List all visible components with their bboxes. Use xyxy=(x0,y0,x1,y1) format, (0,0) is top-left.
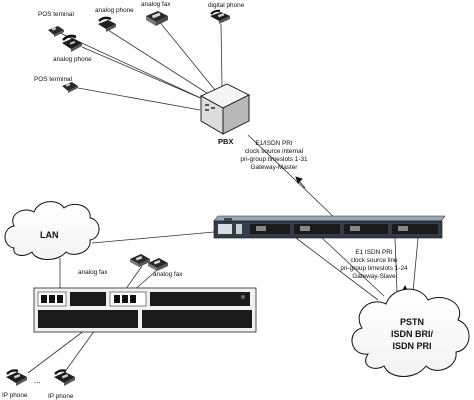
label-analog-phone-mid: analog phone xyxy=(53,56,92,63)
label-analog-fax-bottom-1: analog fax xyxy=(78,269,108,276)
annotation-pri-master: E1/ISDN PRI clock source internal pri-gr… xyxy=(240,140,308,171)
ip-phone-1 xyxy=(6,369,27,386)
label-pos-terminal-top: POS teminal xyxy=(38,11,74,18)
annotation-master-line-4: Gateway-Master xyxy=(251,164,299,171)
link-gateway-pstn-1 xyxy=(295,237,379,301)
annotation-slave-line-4: Gateway-Slave xyxy=(352,273,396,280)
router-device xyxy=(33,287,257,333)
label-analog-phone-top: analog phone xyxy=(95,7,134,14)
link-lan-gateway xyxy=(91,231,215,244)
link-gateway-pstn-4 xyxy=(412,237,419,293)
pstn-cloud xyxy=(351,288,470,377)
annotation-slave-line-1: E1 ISDN PRI xyxy=(355,249,393,256)
link-analog-fax-top-pbx xyxy=(157,19,216,91)
ip-phone-2 xyxy=(54,369,75,386)
pstn-line-1: PSTN xyxy=(400,317,424,327)
label-analog-fax-top: analog fax xyxy=(141,1,171,8)
link-pos-terminal-top-pbx xyxy=(57,31,206,101)
link-ip-phone-2 xyxy=(63,329,96,374)
link-analog-phone-top-pbx xyxy=(107,29,211,96)
annotation-pri-slave: E1 ISDN PRI clock source line pri-group … xyxy=(340,249,408,280)
label-lan: LAN xyxy=(40,230,59,240)
link-digital-phone-pbx xyxy=(220,23,223,87)
pstn-line-2: ISDN BRI/ xyxy=(391,329,434,339)
label-digital-phone: digital phone xyxy=(208,2,245,9)
analog-phone-top xyxy=(98,16,116,32)
clock-arrow-master xyxy=(295,176,306,189)
pbx-device xyxy=(199,83,251,135)
analog-phone-mid xyxy=(62,34,82,52)
link-pbx-gateway xyxy=(247,134,336,219)
link-gateway-pstn-3 xyxy=(394,237,398,293)
label-analog-fax-bottom-2: analog fax xyxy=(153,271,183,278)
analog-fax-top xyxy=(146,11,168,26)
pos-terminal-top xyxy=(48,26,64,37)
label-pos-terminal-left: POS terminal xyxy=(34,76,72,83)
pstn-label: PSTN ISDN BRI/ ISDN PRI xyxy=(391,317,434,351)
label-ip-phone-1: IP phone xyxy=(2,392,28,399)
annotation-slave-line-2: clock source line xyxy=(350,257,398,264)
digital-phone xyxy=(210,9,230,24)
analog-fax-bottom-1 xyxy=(130,254,150,267)
link-gateway-pstn-2 xyxy=(321,237,385,297)
link-pos-terminal-left-pbx xyxy=(77,87,201,111)
link-ip-phone-1 xyxy=(27,329,86,374)
label-ellipsis: ... xyxy=(34,376,41,385)
label-ip-phone-2: IP phone xyxy=(48,393,74,400)
lan-cloud xyxy=(4,201,100,260)
annotation-master-line-1: E1/ISDN PRI xyxy=(255,140,293,147)
gateway-device xyxy=(213,215,446,239)
pstn-line-3: ISDN PRI xyxy=(392,341,431,351)
label-pbx: PBX xyxy=(218,137,233,146)
annotation-master-line-3: pri-group timeslots 1-31 xyxy=(240,156,308,163)
link-analog-phone-pbx xyxy=(81,46,206,101)
device-labels: POS teminal analog phone analog fax digi… xyxy=(2,1,245,400)
analog-fax-bottom-2 xyxy=(148,258,168,271)
annotation-slave-line-3: pri-group timeslots 1-24 xyxy=(340,265,408,272)
annotation-master-line-2: clock source internal xyxy=(245,148,303,155)
pos-terminal-left xyxy=(62,82,78,93)
